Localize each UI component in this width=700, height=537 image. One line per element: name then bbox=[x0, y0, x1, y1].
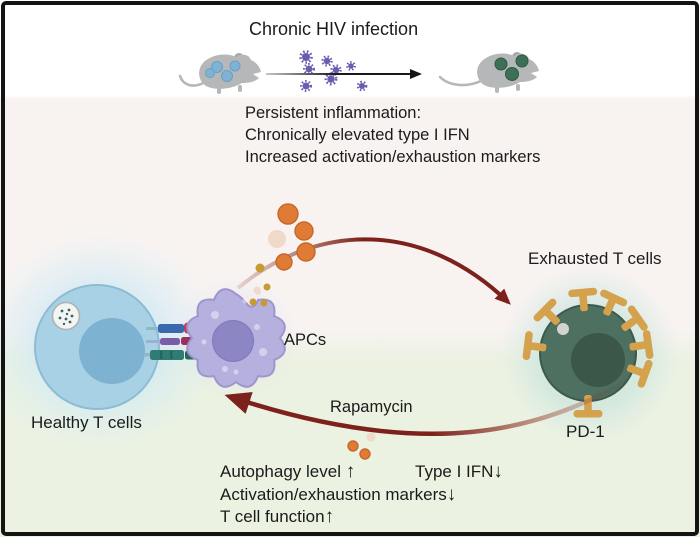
label-exhausted-t-cells: Exhausted T cells bbox=[528, 249, 662, 268]
rapamycin-dots bbox=[347, 432, 376, 460]
apc-nucleus bbox=[212, 320, 254, 362]
effect-autophagy: Autophagy level ↑ bbox=[220, 461, 355, 483]
healthy-t-cell bbox=[34, 284, 160, 410]
healthy-cell-nucleus bbox=[79, 318, 145, 384]
inflammation-line-3: Increased activation/exhaustion markers bbox=[245, 148, 541, 166]
virus-icon bbox=[299, 50, 368, 92]
label-rapamycin: Rapamycin bbox=[330, 398, 413, 416]
apc-cell bbox=[186, 288, 286, 388]
label-apcs: APCs bbox=[284, 331, 327, 349]
up-arrow-icon: ↑ bbox=[324, 506, 335, 527]
tcr-mhc-junction bbox=[145, 322, 201, 360]
exhausted-t-cell bbox=[522, 287, 654, 418]
effect-autophagy-label: Autophagy level bbox=[220, 462, 346, 481]
exhausted-cell-nucleus bbox=[571, 333, 625, 387]
effect-type-i-ifn: Type I IFN↓ bbox=[415, 461, 503, 483]
infected-blue-cells bbox=[205, 60, 241, 82]
inflammation-text: Persistent inflammation: Chronically ele… bbox=[245, 102, 540, 168]
inflammation-line-2: Chronically elevated type I IFN bbox=[245, 126, 470, 144]
effect-t-cell-function-label: T cell function bbox=[220, 507, 325, 526]
arrow-rapamycin-to-apc bbox=[224, 380, 627, 437]
mouse-tail bbox=[438, 75, 485, 87]
label-pd1: PD-1 bbox=[566, 422, 605, 441]
up-arrow-icon: ↑ bbox=[345, 461, 356, 482]
effect-activation-markers-label: Activation/exhaustion markers bbox=[220, 485, 447, 504]
cytokine-dots bbox=[249, 203, 316, 307]
effect-type-i-ifn-label: Type I IFN bbox=[415, 462, 494, 481]
arrow-apc-to-exhausted bbox=[236, 237, 511, 305]
mouse-tail bbox=[178, 74, 207, 87]
inflammation-line-1: Persistent inflammation: bbox=[245, 104, 422, 122]
mouse-infected bbox=[438, 52, 539, 93]
mouse-healthy bbox=[178, 53, 261, 94]
exhausted-cell-granule bbox=[557, 323, 569, 335]
down-arrow-icon: ↓ bbox=[493, 461, 503, 482]
infected-green-cells bbox=[494, 54, 529, 81]
label-healthy-t-cells: Healthy T cells bbox=[31, 413, 142, 432]
title: Chronic HIV infection bbox=[249, 19, 419, 39]
effect-t-cell-function: T cell function↑ bbox=[220, 506, 334, 528]
effect-activation-markers: Activation/exhaustion markers↓ bbox=[220, 484, 456, 506]
pd1-receptors bbox=[522, 287, 654, 418]
down-arrow-icon: ↓ bbox=[446, 484, 457, 505]
autophagosome-icon bbox=[51, 301, 81, 331]
hiv-virus-particles bbox=[266, 50, 422, 92]
apc-vesicles bbox=[201, 298, 267, 375]
